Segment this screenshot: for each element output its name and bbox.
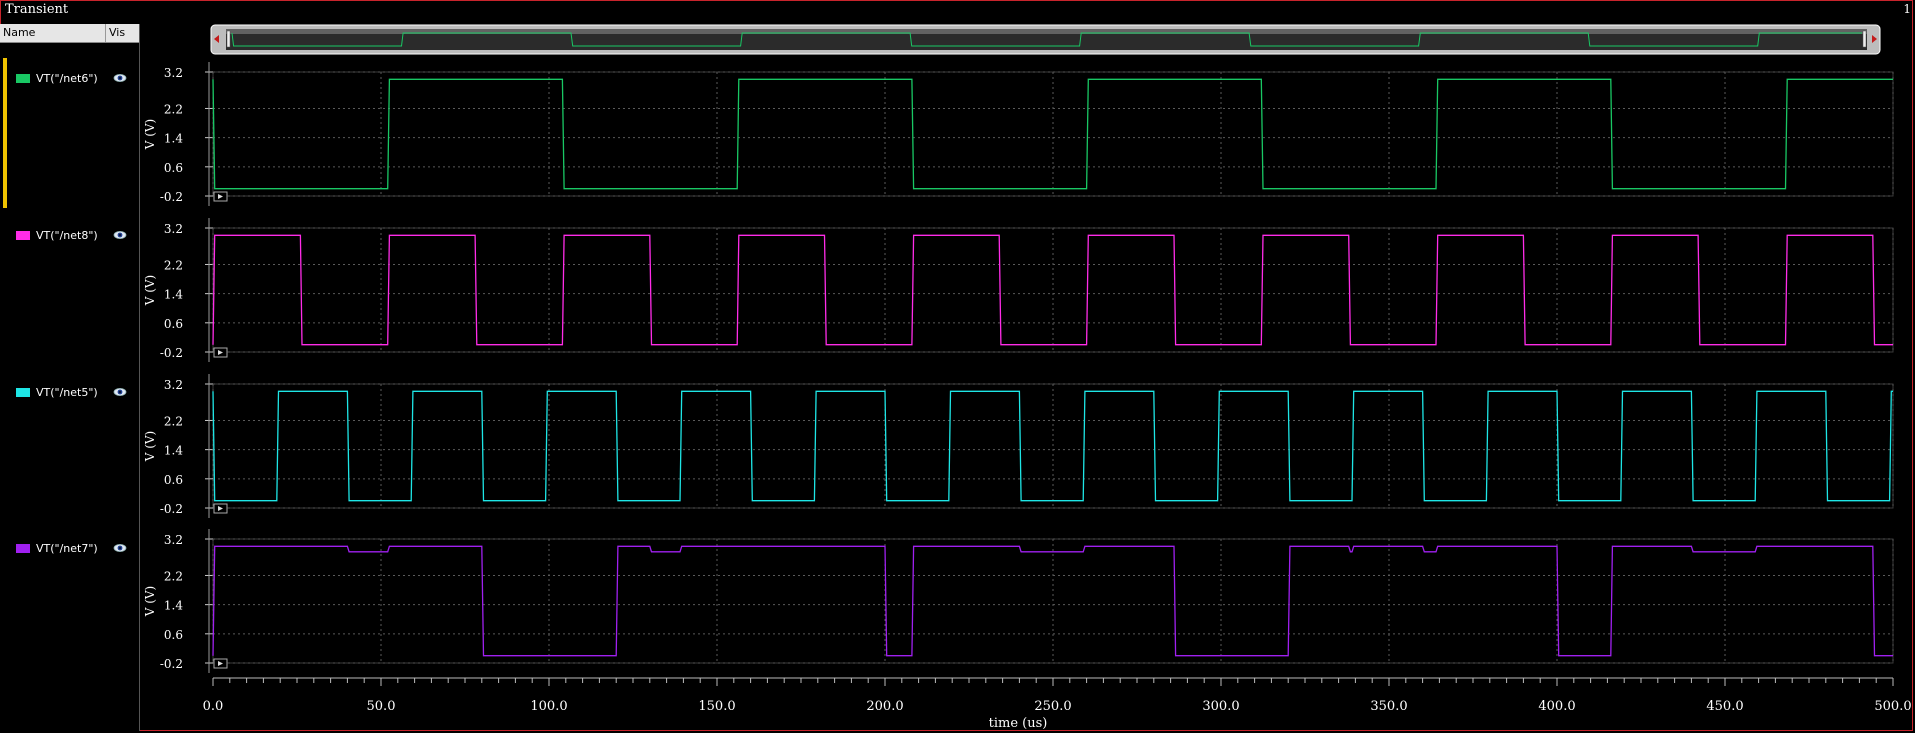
window-title: Transient [5,2,69,17]
y-axis-label: V (V) [143,275,157,307]
legend-header-name[interactable]: Name [0,24,106,42]
x-tick-label: 100.0 [530,699,567,714]
trace-name-label: VT("/net6") [36,71,98,85]
scroll-right-arrow-icon[interactable] [1872,35,1877,43]
legend-item[interactable]: VT("/net7") [0,540,140,556]
scroll-left-arrow-icon[interactable] [214,35,219,43]
trace-line-1[interactable] [212,78,1893,190]
y-tick-label: 2.2 [164,569,183,583]
eye-icon[interactable] [113,71,127,85]
trace-color-swatch [16,73,30,83]
y-tick-label: 3.2 [164,378,183,392]
x-tick-label: 450.0 [1706,699,1743,714]
legend-item[interactable]: VT("/net5") [0,384,140,400]
legend-panel: Name Vis VT("/net6") VT("/net8") VT("/net5… [0,24,140,731]
trace-name-label: VT("/net8") [36,228,98,242]
y-tick-label: 0.6 [164,473,183,487]
y-tick-label: 3.2 [164,222,183,236]
overview-shade [226,29,1867,34]
selection-indicator [3,58,7,208]
eye-icon[interactable] [113,228,127,242]
play-icon [218,506,223,511]
frame-number: 1 [1903,2,1911,16]
x-tick-label: 400.0 [1538,699,1575,714]
y-tick-label: 0.6 [164,161,183,175]
play-icon [218,661,223,666]
y-tick-label: 0.6 [164,317,183,331]
legend-item[interactable]: VT("/net6") [0,70,140,86]
x-tick-label: 0.0 [203,699,224,714]
overview-track [226,29,1867,50]
x-tick-label: 350.0 [1370,699,1407,714]
y-tick-label: 3.2 [164,66,183,80]
y-axis-label: V (V) [143,586,157,618]
trace-line-2[interactable] [212,234,1893,346]
trace-color-swatch [16,387,30,397]
trace-name-label: VT("/net7") [36,541,98,555]
x-tick-label: 300.0 [1202,699,1239,714]
trace-color-swatch [16,543,30,553]
y-axis-label: V (V) [143,431,157,463]
y-tick-label: 1.4 [164,444,183,458]
play-icon [218,350,223,355]
y-tick-label: 1.4 [164,288,183,302]
x-tick-label: 250.0 [1034,699,1071,714]
x-tick-label: 150.0 [698,699,735,714]
trace-name-label: VT("/net5") [36,385,98,399]
trace-line-3[interactable] [212,390,1893,502]
y-tick-label: -0.2 [160,657,183,671]
scroll-handle-right[interactable] [1862,30,1867,48]
play-icon [218,194,223,199]
legend-header-vis[interactable]: Vis [109,26,126,39]
y-tick-label: -0.2 [160,190,183,204]
eye-icon[interactable] [113,385,127,399]
y-tick-label: -0.2 [160,502,183,516]
y-tick-label: 0.6 [164,628,183,642]
overview-trace [231,32,1862,47]
legend-item[interactable]: VT("/net8") [0,227,140,243]
x-tick-label: 200.0 [866,699,903,714]
x-tick-label: 500.0 [1874,699,1911,714]
x-tick-label: 50.0 [367,699,396,714]
trace-color-swatch [16,230,30,240]
y-tick-label: 3.2 [164,533,183,547]
x-axis-label: time (us) [989,716,1048,731]
scroll-handle-left[interactable] [226,30,231,48]
y-tick-label: -0.2 [160,346,183,360]
y-tick-label: 2.2 [164,258,183,272]
eye-icon[interactable] [113,541,127,555]
y-tick-label: 1.4 [164,132,183,146]
legend-header: Name Vis [0,24,139,43]
trace-line-4[interactable] [212,545,1893,657]
y-axis-label: V (V) [143,119,157,151]
y-tick-label: 1.4 [164,599,183,613]
y-tick-label: 2.2 [164,102,183,116]
y-tick-label: 2.2 [164,414,183,428]
